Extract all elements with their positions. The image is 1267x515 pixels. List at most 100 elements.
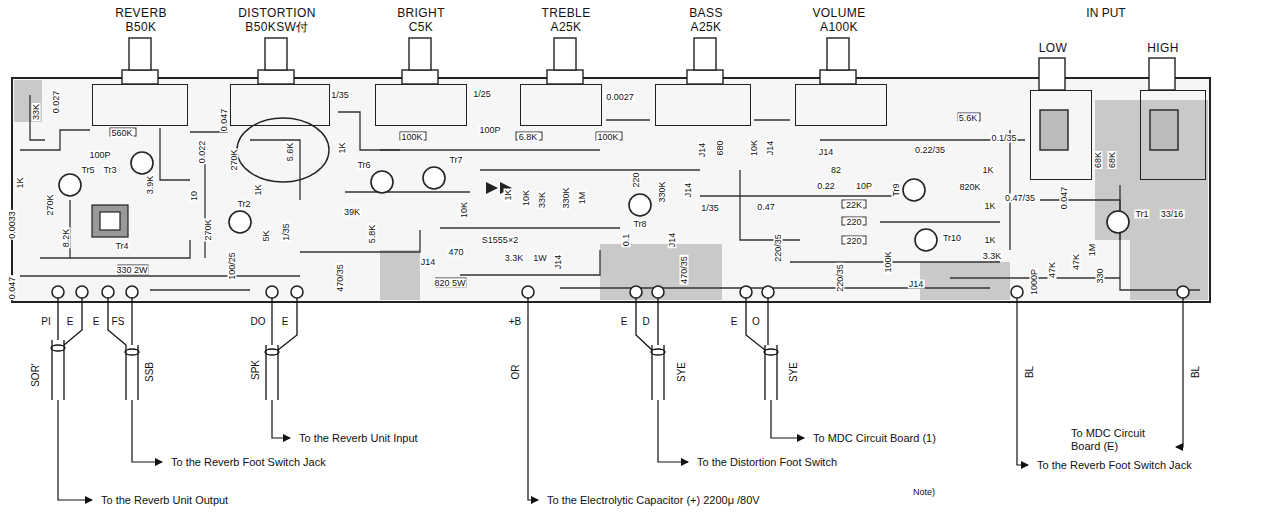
shielded-cable [764,349,778,355]
component-label: 33K [32,103,41,121]
component-label: 1K [338,141,347,154]
component-label: 270K [204,218,213,241]
component-label: 6.8K [518,133,539,142]
component-label: J14 [554,254,563,271]
pcb-trace [700,195,900,196]
hook-up-wire [108,298,126,345]
component-label: 330 2W [115,266,148,275]
pcb-trace [30,95,45,140]
shielded-cable [652,345,664,400]
component-label: 1/35 [700,204,720,213]
part-value: C5K [409,21,434,33]
transistor-symbol [1107,211,1129,233]
leader-arrow [58,400,92,500]
component-label: 0.047 [1060,186,1069,211]
shielded-cable [51,345,65,351]
solder-pad [126,286,138,298]
leader-arrow [132,400,162,462]
pot-shaft [129,38,151,70]
component-label: 220 [632,171,641,188]
component-label: 1K [983,236,996,245]
solder-pad [76,286,88,298]
part-value: A25K [691,21,722,33]
solder-pad [1177,286,1189,298]
leader-arrow [1176,298,1183,447]
component-label: 270K [230,148,239,171]
transistor-symbol [371,171,393,193]
diode-symbol [486,182,498,194]
heat-sink [92,205,128,237]
component-label: 47K [1048,261,1057,279]
component-label: 68K [1094,151,1103,169]
potentiometer: REVERBB50K [92,84,188,126]
solder-pad [266,286,278,298]
component-label: 1K [254,183,263,196]
pot-shaft [547,70,583,84]
pot-shaft [687,70,723,84]
terminal-name: O [751,317,761,327]
transistor-symbol [915,229,937,251]
component-label: 220 [845,237,862,246]
wire-code: OR [511,364,521,381]
component-label: 100/25 [228,251,237,281]
pcb-trace [150,289,250,290]
wire-code: BL [1191,365,1201,379]
component-label: 470 [447,248,464,257]
destination-note: To MDC Circuit Board (1) [812,433,937,444]
board-outline [12,78,1210,302]
pcb-trace [1120,185,1200,290]
component-label: Tr9 [892,182,901,197]
component-label: 10K [460,201,469,219]
component-label: 100K [596,133,619,142]
component-label: Tr2 [236,200,251,209]
pot-shaft [554,38,576,70]
terminal-name: E [281,317,290,327]
leader-arrow [771,400,804,438]
terminal-name: DO [250,317,267,327]
pcb-trace [754,119,790,120]
copper-area [14,80,1208,300]
component-label: 1/35 [282,222,291,242]
hook-up-wire [131,298,132,345]
component-label: Tr7 [448,156,463,165]
shielded-cable [765,345,777,400]
solder-pad [291,286,303,298]
pot-shaft [265,38,287,70]
component-label: 68K [1108,151,1117,169]
component-label: 1K [16,176,25,189]
destination-note: To the Electrolytic Capacitor (+) 2200μ … [546,495,761,506]
pcb-trace [160,128,190,180]
component-label: Tr1 [1134,210,1149,219]
transistor-symbol [423,167,445,189]
leader-arrow [658,400,688,462]
shielded-cable [265,349,279,355]
solder-pad [52,286,1189,298]
component-label: 82 [830,166,842,175]
heat-sink [100,212,120,230]
leader-arrow [528,298,538,500]
component-label: 0.47 [756,203,776,212]
copper-area [600,244,722,300]
component-label: 5.8K [368,224,377,245]
shielded-cable [51,340,778,400]
pcb-trace [338,112,400,150]
component-label: 39K [343,208,361,217]
pcb-trace [880,221,1000,222]
pot-shaft [258,70,294,84]
component-label: 470/35 [336,263,345,293]
copper-area [920,262,1010,300]
terminal-name: +B [508,317,523,327]
pot-shaft [409,38,431,70]
pot-shaft [694,38,716,70]
component-label: Tr6 [356,161,371,170]
wire-code: SYE [789,361,799,383]
hook-up-wire [278,298,297,350]
component-label: 1K [981,166,994,175]
jack-shaft [1040,110,1068,150]
component-label: 0.1/35 [990,134,1017,143]
jack-shaft [1150,110,1178,150]
component-label: 0.22/35 [914,146,946,155]
heat-sink [92,205,128,237]
component-label: 10 [190,190,199,202]
